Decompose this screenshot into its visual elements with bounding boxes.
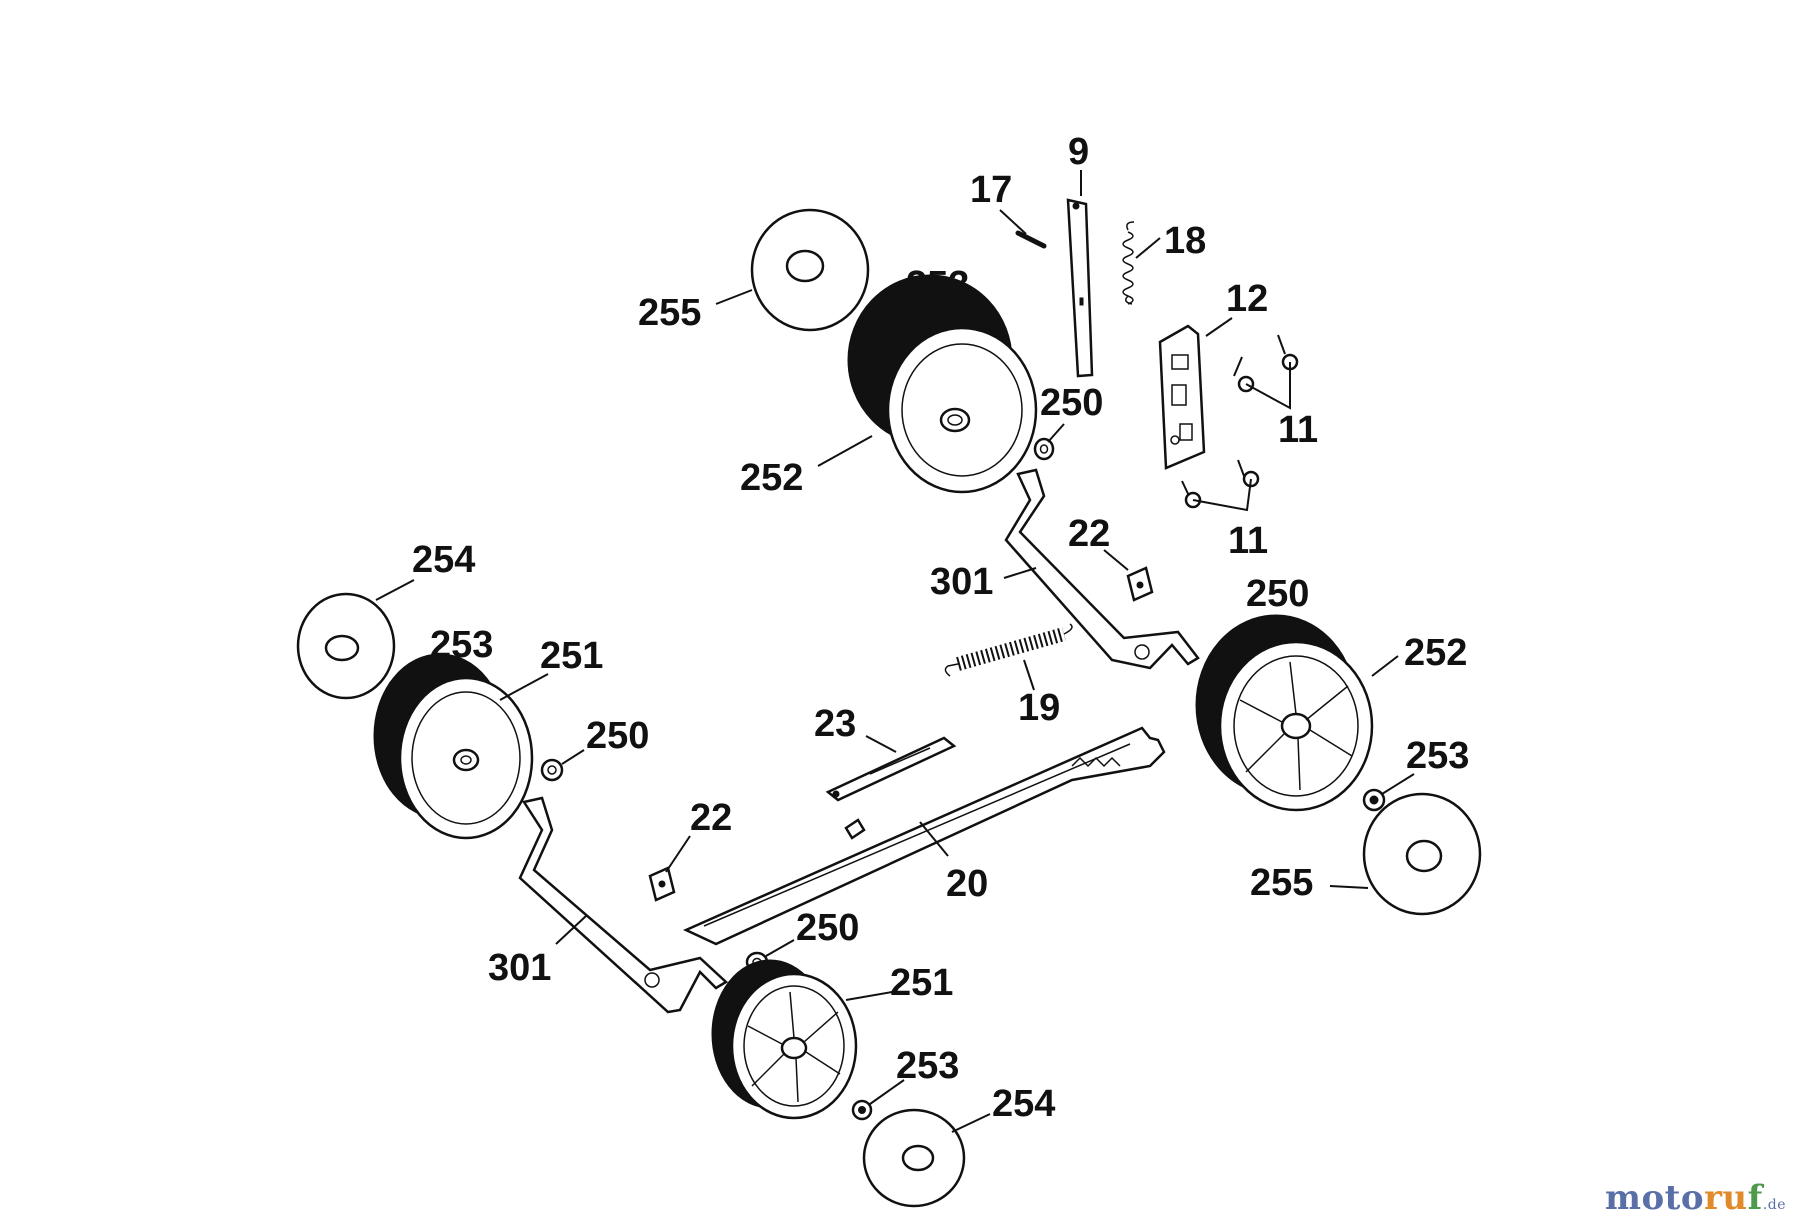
callout-17: 17 — [970, 169, 1012, 211]
watermark-tld: .de — [1762, 1197, 1786, 1213]
callout-250-top: 250 — [1040, 382, 1103, 424]
callout-251-bottom: 251 — [890, 962, 953, 1004]
callout-23: 23 — [814, 703, 856, 745]
bar-23 — [825, 736, 957, 802]
callout-254-bottom: 254 — [992, 1083, 1055, 1125]
callout-12: 12 — [1226, 278, 1268, 320]
watermark-part1: moto — [1604, 1178, 1705, 1218]
callout-254-left: 254 — [412, 539, 475, 581]
leader-lines — [375, 170, 1415, 1133]
spring-19 — [944, 623, 1073, 677]
callout-22-right: 22 — [1068, 513, 1110, 555]
callout-251-left: 251 — [540, 635, 603, 677]
callout-250-bottom: 250 — [796, 907, 859, 949]
callout-252-right: 252 — [1404, 632, 1467, 674]
callout-250-left: 250 — [586, 715, 649, 757]
callout-20: 20 — [946, 863, 988, 905]
callout-301-right: 301 — [930, 561, 993, 603]
hub-cap-255-right — [1362, 792, 1482, 916]
washer-250-top — [1033, 437, 1055, 461]
watermark-part3: f — [1747, 1178, 1763, 1218]
callout-253-right: 253 — [1406, 735, 1469, 777]
nut-253-right — [1362, 788, 1386, 812]
hub-cap-254-bottom — [862, 1108, 966, 1208]
rail-20 — [682, 726, 1166, 946]
callout-11-lower: 11 — [1228, 520, 1268, 562]
callout-255-right: 255 — [1250, 862, 1313, 904]
hub-cap-255-top — [750, 208, 870, 332]
callout-9: 9 — [1068, 131, 1089, 173]
callout-22-left: 22 — [690, 797, 732, 839]
callout-253-top: 253 — [906, 264, 969, 306]
washer-250-left — [540, 758, 564, 782]
callout-11-upper: 11 — [1278, 409, 1318, 451]
plate-12 — [1158, 324, 1206, 470]
clip-22-left — [648, 866, 676, 902]
callout-253-left: 253 — [430, 624, 493, 666]
wheel-252-right — [1195, 614, 1374, 812]
callout-250-right: 250 — [1246, 573, 1309, 615]
wheel-252-top — [847, 274, 1038, 494]
screws-11-upper — [1233, 334, 1299, 410]
pin-17 — [1015, 230, 1047, 249]
callout-19: 19 — [1018, 687, 1060, 729]
wheel-251-bottom — [711, 959, 858, 1120]
callout-18: 18 — [1164, 220, 1206, 262]
watermark-logo: motoruf.de — [1605, 1178, 1786, 1218]
wheel-251-left — [373, 653, 534, 840]
axle-lever-301-left — [518, 796, 729, 1014]
callout-301-left: 301 — [488, 947, 551, 989]
clip-22-right — [1126, 566, 1154, 602]
nut-253-bottom — [851, 1099, 873, 1121]
callout-255-top: 255 — [638, 292, 701, 334]
bracket-9 — [1066, 198, 1094, 378]
watermark-part2: ru — [1704, 1178, 1748, 1218]
hub-cap-254-left — [296, 592, 396, 700]
callout-253-bottom: 253 — [896, 1045, 959, 1087]
spring-18 — [1122, 221, 1135, 305]
callout-labels: 9 17 18 12 11 11 255 253 252 250 22 301 … — [412, 131, 1469, 1125]
callout-252-top: 252 — [740, 457, 803, 499]
screws-11-lower — [1181, 459, 1260, 512]
axle-lever-301-right — [1004, 468, 1200, 670]
